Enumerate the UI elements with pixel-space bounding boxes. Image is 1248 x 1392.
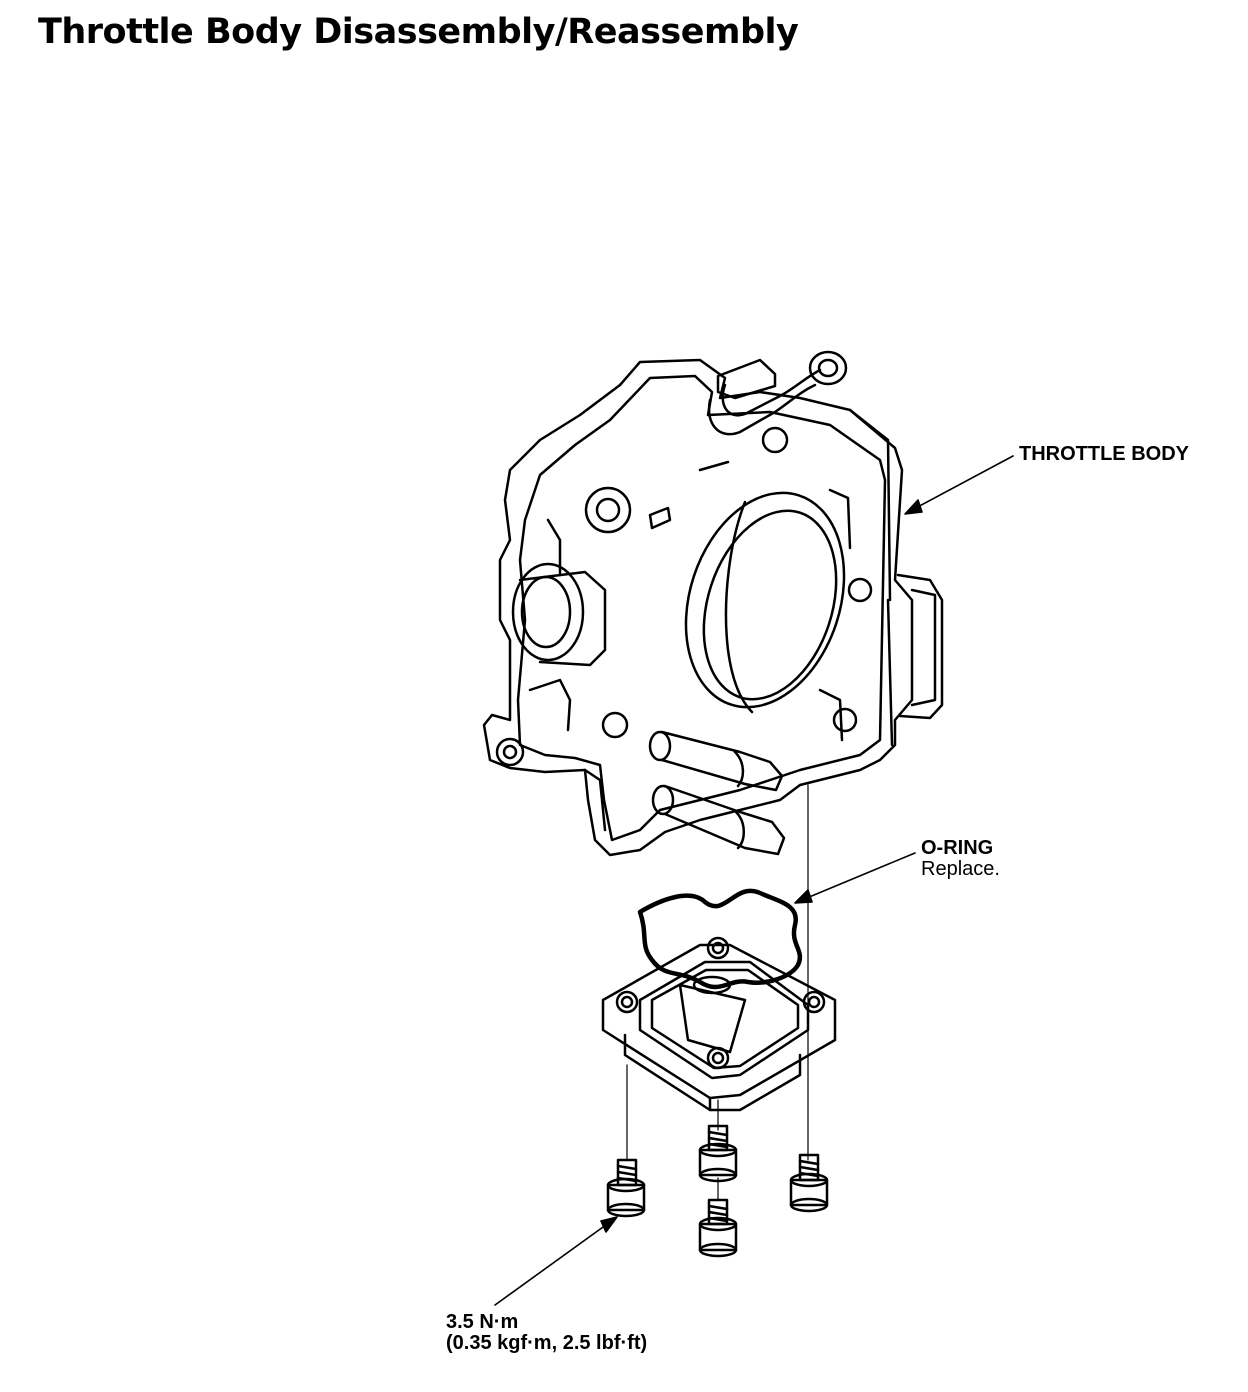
torque-alt: (0.35 kgf·m, 2.5 lbf·ft) (446, 1332, 648, 1354)
torque-nm: 3.5 N·m (446, 1311, 519, 1333)
torque-spec-label: 3.5 N·m (0.35 kgf·m, 2.5 lbf·ft) (446, 1312, 647, 1354)
page-title: Throttle Body Disassembly/Reassembly (38, 12, 799, 52)
bolt-bottom-center (698, 1198, 738, 1258)
bolt-left (606, 1158, 646, 1218)
mounting-bolts (606, 1124, 829, 1258)
cover-plate (601, 936, 837, 1112)
throttle-body-label-text: THROTTLE BODY (1019, 443, 1189, 465)
throttle-body-label: THROTTLE BODY (1019, 444, 1189, 465)
o-ring (637, 888, 803, 990)
bolt-right (789, 1153, 829, 1213)
leader-lines (494, 455, 1014, 1306)
coolant-pipes (648, 730, 786, 856)
throttle-body-housing (482, 350, 944, 857)
o-ring-label: O-RING Replace. (921, 838, 1000, 880)
o-ring-label-text: O-RING (921, 837, 994, 859)
bolt-top-center (698, 1124, 738, 1183)
o-ring-note: Replace. (921, 858, 1000, 880)
